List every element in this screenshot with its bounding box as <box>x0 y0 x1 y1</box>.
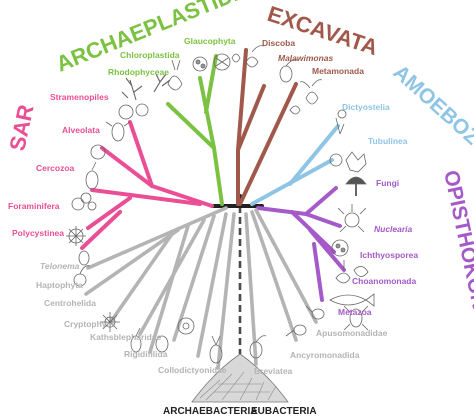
organism-sketch-apusomonadidae <box>305 305 325 320</box>
organism-sketch-choanomonada <box>335 260 369 284</box>
label-centrohelida: Centrohelida <box>44 298 96 308</box>
orphan-labels: Telonema Haptophyta Centrohelida Cryptop… <box>36 261 388 376</box>
organism-sketch-foraminifera <box>71 192 97 211</box>
supergroup-excavata-label: EXCAVATA <box>264 1 381 60</box>
label-apusomonadidae: Apusomonadidae <box>316 328 388 338</box>
organism-sketch-rigidifilida <box>177 317 195 335</box>
label-rigidifilida: Rigidifilida <box>124 349 168 359</box>
organism-sketch-alveolata <box>90 121 131 160</box>
opisthokonta-labels: Fungi Nuclearia Ichthyosporea Choanomona… <box>338 178 418 317</box>
organism-sketch-kathsblepharidae <box>155 335 169 353</box>
sar-labels: Stramenopiles Alveolata Cercozoa Foramin… <box>8 92 109 238</box>
label-choanomonada: Choanomonada <box>352 276 416 286</box>
organism-sketch-ichthyosporea <box>331 239 349 257</box>
organism-sketch-haptophyta <box>73 265 91 287</box>
organism-sketch-collodictyonidae <box>209 335 223 364</box>
archaeplastida-labels: Glaucophyta Chloroplastida Rhodophyceae <box>108 36 236 77</box>
label-fungi: Fungi <box>376 178 399 188</box>
label-chloroplastida: Chloroplastida <box>120 50 180 60</box>
label-malawimonas: Malawimonas <box>278 53 334 63</box>
archaeplastida-branches <box>166 54 224 206</box>
label-stramenopiles: Stramenopiles <box>50 92 109 102</box>
supergroup-amoebozoa-label: AMOEBOZOA <box>389 61 474 171</box>
label-cercozoa: Cercozoa <box>36 163 75 173</box>
organism-sketch-polycystinea <box>66 226 86 246</box>
grey-branches <box>84 206 318 370</box>
label-discoba: Discoba <box>262 38 295 48</box>
organism-sketch-breviatea <box>249 335 267 359</box>
sar-branches <box>80 120 214 250</box>
organism-sketch-metamonada <box>289 79 323 115</box>
label-ancyromonadida: Ancyromonadida <box>290 350 360 360</box>
organism-sketch-glaucophyta <box>192 53 231 72</box>
organism-sketch-tubulinea <box>329 151 367 173</box>
label-rhodophyceae: Rhodophyceae <box>108 67 169 77</box>
excavata-labels: Discoba Malawimonas Metamonada <box>262 38 364 76</box>
label-metazoa: Metazoa <box>338 307 372 317</box>
label-telonema: Telonema <box>40 261 80 271</box>
root-archaebacteria-label: ARCHAEBACTERIA <box>163 406 257 417</box>
organism-sketch-malawimonas <box>279 59 299 83</box>
organism-sketch-cryptophyta <box>130 327 142 353</box>
organism-sketch-ancyromonadida <box>285 324 307 337</box>
organism-sketch-centrohelida <box>100 312 120 332</box>
label-dictyostelia: Dictyostelia <box>342 102 390 112</box>
excavata-branches <box>236 48 298 206</box>
supergroup-sar-label: SAR <box>4 102 38 153</box>
organism-sketch-chloroplastida <box>167 59 183 91</box>
organism-sketch-telonema <box>78 250 90 266</box>
label-kathsblepharidae: Kathsblepharidae <box>90 332 162 342</box>
label-collodictyonidae: Collodictyonidae <box>158 365 227 375</box>
label-metamonada: Metamonada <box>312 66 364 76</box>
amoebozoa-labels: Dictyostelia Tubulinea <box>342 102 408 146</box>
opisthokonta-branches <box>256 186 346 302</box>
label-glaucophyta: Glaucophyta <box>184 36 236 46</box>
label-nuclearia: Nuclearia <box>374 224 413 234</box>
organism-sketch-discoba <box>231 45 265 68</box>
label-tubulinea: Tubulinea <box>368 136 408 146</box>
organism-sketch-dictyostelia <box>335 109 347 135</box>
supergroup-opisthokonta-label: OPISTHOKONTA <box>439 168 474 337</box>
organism-sketch-rhodophyceae <box>153 73 171 93</box>
label-breviatea: Breviatea <box>254 366 293 376</box>
label-polycystinea: Polycystinea <box>12 228 64 238</box>
organism-sketch-nuclearia <box>337 204 367 233</box>
amoebozoa-branches <box>250 124 340 206</box>
organism-sketch-cercozoa <box>85 161 99 190</box>
organism-sketch-stramenopiles <box>118 77 149 120</box>
bacteria-root-cluster <box>191 353 289 403</box>
label-foraminifera: Foraminifera <box>8 201 60 211</box>
label-haptophyta: Haptophyta <box>36 280 83 290</box>
organism-sketches <box>66 45 375 364</box>
organism-sketch-fungi <box>345 176 367 196</box>
root-eubacteria-label: EUBACTERIA <box>251 406 317 417</box>
label-cryptophyta: Cryptophyta <box>64 319 114 329</box>
label-ichthyosporea: Ichthyosporea <box>360 250 418 260</box>
organism-sketch-metazoa <box>329 293 375 331</box>
label-alveolata: Alveolata <box>62 125 100 135</box>
